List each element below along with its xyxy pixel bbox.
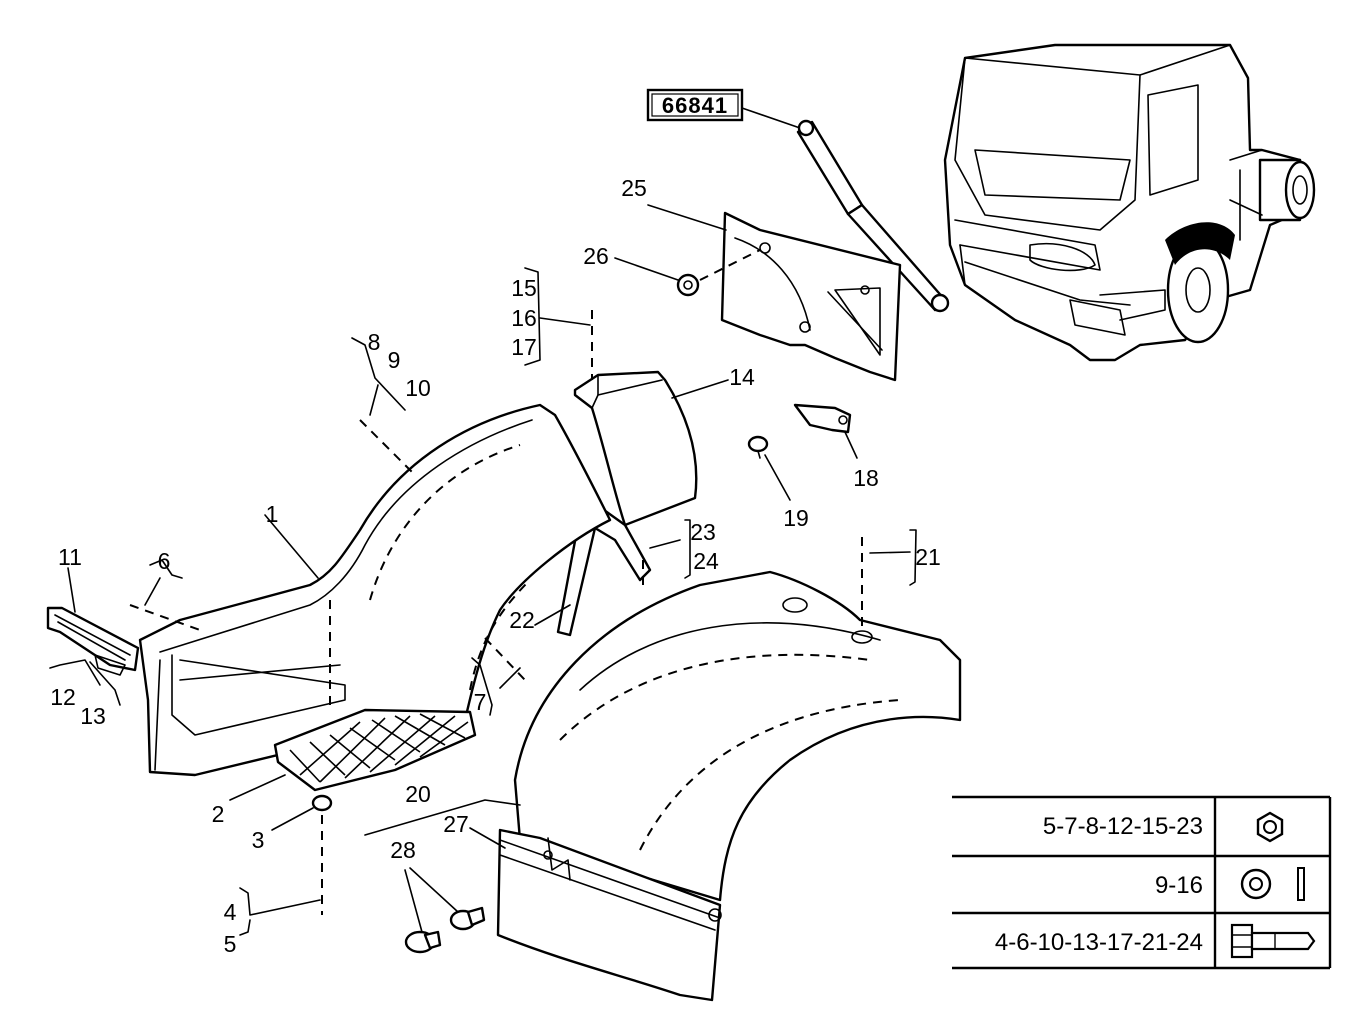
gas-strut [796,119,950,313]
bolt-icon [1230,923,1316,959]
callout-8: 8 [368,329,381,355]
nut-3 [311,794,333,915]
callout-5: 5 [224,931,237,957]
washer-icon [1240,867,1305,901]
callout-19: 19 [783,505,809,531]
reference-number: 66841 [662,93,728,118]
callout-3: 3 [252,827,265,853]
callout-2: 2 [212,801,225,827]
cover-panel-25 [720,211,902,382]
truck-cab-illustration [943,43,1316,362]
callout-14: 14 [729,364,755,390]
clip-19 [747,435,791,501]
callout-labels: 1 2 3 4 5 6 7 8 9 10 11 12 13 14 15 16 1… [50,175,941,957]
callout-12: 12 [50,684,76,710]
callout-25: 25 [621,175,647,201]
callout-20: 20 [405,781,431,807]
grommet-26 [676,249,761,297]
reference-box: 66841 [646,88,744,122]
mudflap-27 [496,828,722,1002]
callout-10: 10 [405,375,431,401]
callout-26: 26 [583,243,609,269]
callout-6: 6 [158,548,171,574]
grating-step-2 [273,708,477,792]
legend-row-nut-parts: 5-7-8-12-15-23 [1043,813,1203,840]
callout-16: 16 [511,305,537,331]
callout-21: 21 [915,544,941,570]
callout-13: 13 [80,703,106,729]
nut-icon [1256,811,1284,843]
callout-28: 28 [390,837,416,863]
callout-18: 18 [853,465,879,491]
callout-4: 4 [224,899,237,925]
wheel-arch-fender-20 [513,570,962,902]
callout-24: 24 [693,548,719,574]
callout-1: 1 [266,501,279,527]
latch-18 [793,403,858,459]
legend-row-bolt-parts: 4-6-10-13-17-21-24 [995,929,1203,956]
callout-9: 9 [388,347,401,373]
callout-22: 22 [509,607,535,633]
callout-17: 17 [511,334,537,360]
callout-7: 7 [474,689,487,715]
legend-row-washer-parts: 9-16 [1155,872,1203,899]
callout-15: 15 [511,275,537,301]
plug-28 [404,867,486,954]
callout-27: 27 [443,811,469,837]
callout-23: 23 [690,519,716,545]
callout-11: 11 [58,544,82,570]
step-bracket-11 [46,606,140,676]
fastener-legend-table: 5-7-8-12-15-23 9-16 4-6-10-13-17-21-24 [952,795,1332,970]
